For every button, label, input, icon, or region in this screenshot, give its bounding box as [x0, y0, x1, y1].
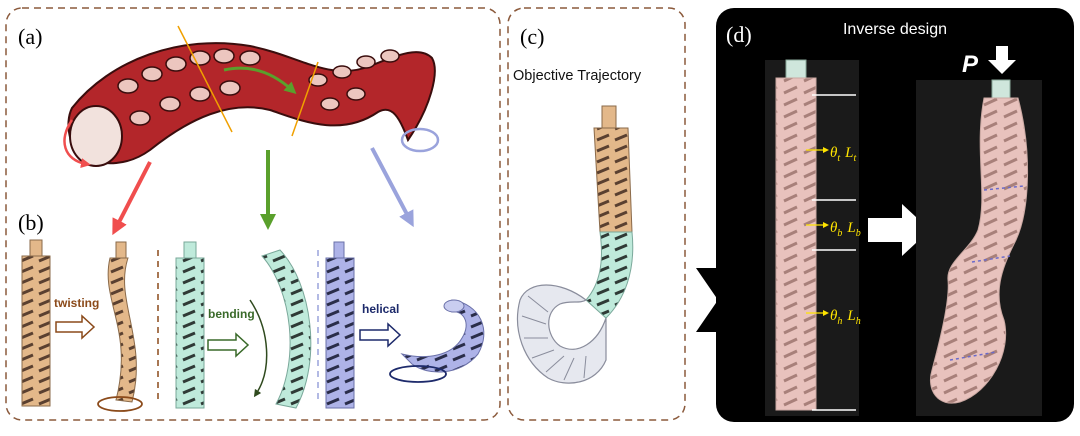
tentacle-suckers	[117, 48, 400, 126]
bending-module	[175, 241, 312, 409]
panel-c-label: (c)	[520, 24, 544, 49]
helical-indicator-ring	[400, 127, 440, 153]
twist-rotation-ring	[97, 396, 143, 412]
twist-indicator-arrow	[63, 119, 91, 169]
bending-label: bending	[208, 307, 255, 321]
straight-sample-cap	[785, 59, 807, 79]
straight-module-lavender	[325, 257, 355, 409]
straight-module-beige	[21, 255, 51, 407]
helical-module	[325, 241, 485, 409]
panel-a-label: (a)	[18, 24, 42, 49]
panel-b-label: (b)	[18, 210, 44, 235]
load-label: P	[962, 51, 979, 78]
trajectory-helical-segment	[516, 284, 607, 384]
straight-sample-body	[775, 77, 817, 411]
objective-trajectory-title: Objective Trajectory	[513, 68, 642, 84]
panel-d-label: (d)	[726, 22, 752, 47]
objective-trajectory-model	[516, 105, 634, 384]
twisted-module-beige	[107, 257, 137, 403]
bent-module-mint	[261, 249, 312, 409]
twisting-module	[21, 239, 143, 412]
bend-direction-arrow	[249, 299, 268, 398]
bending-indicator-arrow	[223, 66, 297, 95]
trajectory-twist-segment	[593, 127, 633, 233]
arrow-to-helical	[370, 147, 414, 228]
twisting-hollow-arrow	[55, 314, 96, 340]
straight-module-mint	[175, 257, 205, 409]
panel-c-frame	[507, 7, 686, 421]
inverse-design-arrow	[868, 204, 930, 256]
helical-module-lavender	[400, 299, 485, 373]
segment-divider-2	[291, 61, 319, 137]
arrow-to-twisting	[112, 161, 152, 236]
segment-boundary-lines	[812, 94, 856, 411]
helical-label: helical	[362, 302, 399, 316]
load-arrow	[988, 46, 1016, 74]
helical-rotation-ring	[389, 365, 447, 383]
bending-hollow-arrow	[207, 332, 250, 358]
inverse-design-title: Inverse design	[843, 21, 947, 38]
deformed-sample-body	[930, 97, 1029, 404]
segment-divider-1	[177, 25, 233, 133]
trajectory-bend-segment	[585, 231, 634, 319]
tentacle-illustration	[63, 25, 440, 169]
panel-ab-frame	[5, 7, 501, 421]
helical-hollow-arrow	[359, 322, 402, 348]
twisting-label: twisting	[54, 296, 99, 310]
deformed-sample	[930, 79, 1029, 404]
tentacle-cross-section	[69, 105, 123, 167]
